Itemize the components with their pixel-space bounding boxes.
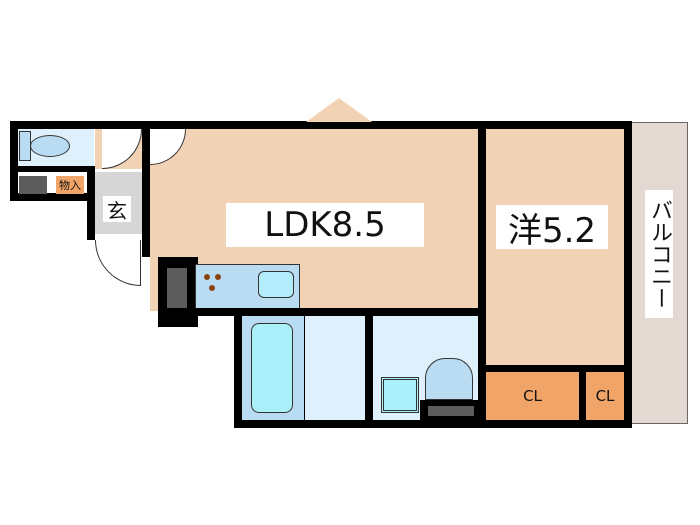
sink-icon bbox=[258, 271, 294, 298]
bay-window bbox=[306, 98, 372, 122]
wall-genkan-left bbox=[87, 170, 95, 240]
washing-machine-icon bbox=[381, 377, 419, 413]
closet-1: CL bbox=[486, 372, 579, 420]
stove-icon bbox=[204, 274, 221, 294]
storage-label: 物入 bbox=[56, 176, 84, 194]
toilet-bowl-icon bbox=[30, 135, 70, 157]
closet-2: CL bbox=[586, 372, 624, 420]
western-label: 洋5.2 bbox=[496, 205, 608, 251]
fridge-space bbox=[167, 268, 187, 308]
wall-right bbox=[624, 121, 632, 428]
wall-top bbox=[10, 121, 632, 129]
toilet2-icon bbox=[425, 358, 473, 400]
bathtub-icon bbox=[251, 323, 293, 413]
wall-partition bbox=[478, 121, 486, 428]
balcony-label: バルコニー bbox=[645, 190, 673, 318]
wall-toilet-bottom bbox=[10, 166, 95, 172]
washroom-shelf bbox=[428, 406, 474, 416]
wall-bottom-storage bbox=[10, 193, 95, 201]
storage-shelf bbox=[19, 176, 47, 194]
ldk-label: LDK8.5 bbox=[226, 203, 424, 247]
bath-wash-area bbox=[305, 316, 365, 420]
entry-door[interactable] bbox=[95, 240, 141, 286]
wall-left-toilet bbox=[10, 121, 18, 201]
wall-genkan-right bbox=[142, 129, 150, 257]
entrance-label: 玄 bbox=[103, 196, 131, 223]
